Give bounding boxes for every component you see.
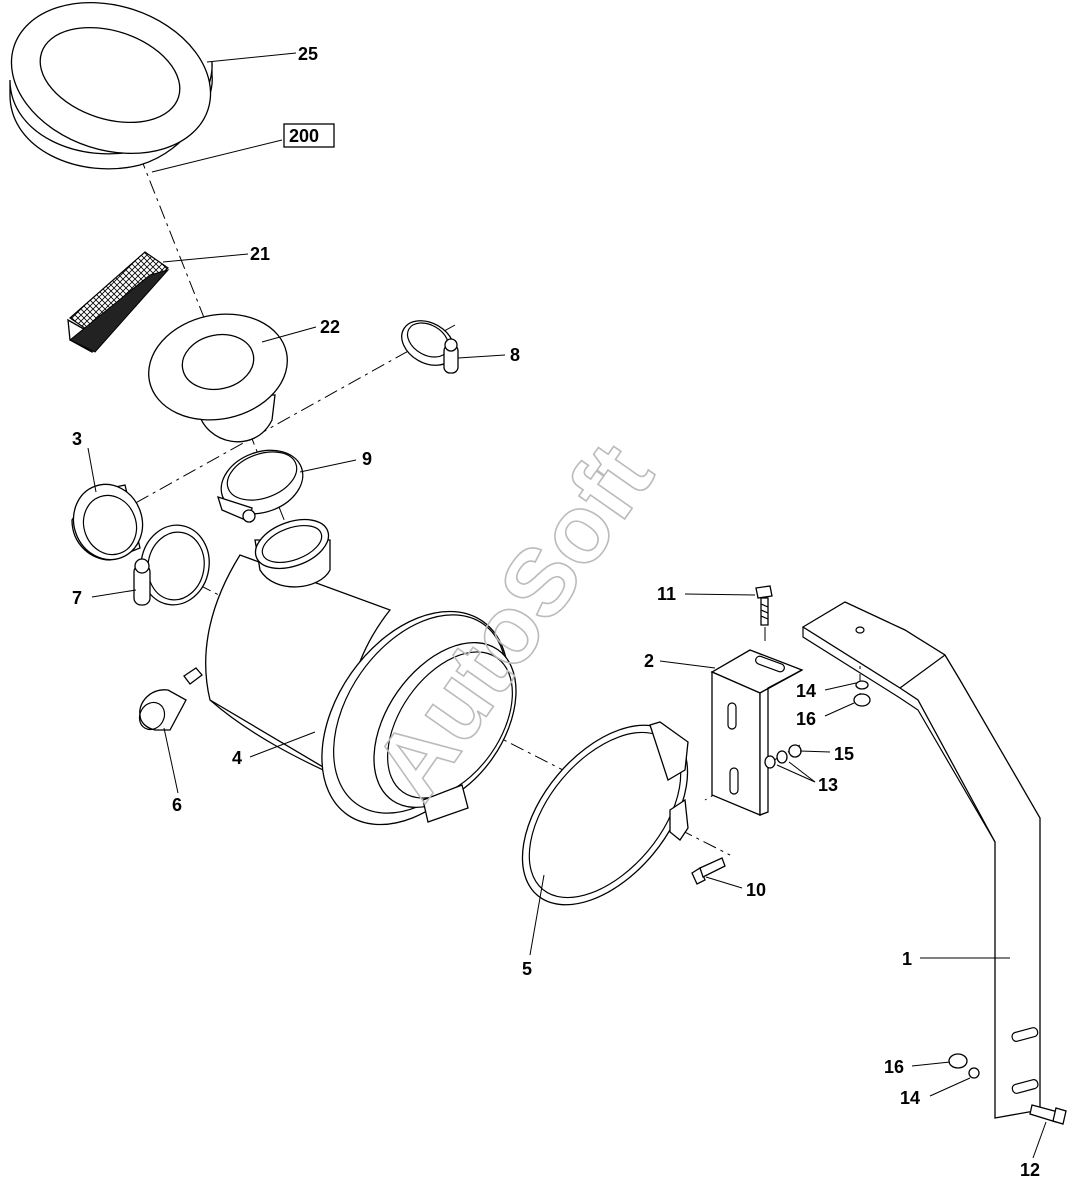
part-filter-element <box>67 251 170 353</box>
part-mounting-band <box>521 721 689 906</box>
callout-3: 3 <box>72 429 82 449</box>
part-cover-cap <box>9 1 213 170</box>
callout-1: 1 <box>902 949 912 969</box>
hardware-nut-16b-washer-14b <box>948 1053 980 1079</box>
callout-11: 11 <box>657 584 676 604</box>
hardware-nuts-14-16 <box>853 680 871 707</box>
callout-9: 9 <box>362 449 372 469</box>
part-filter-housing <box>183 518 517 826</box>
callout-labels: 25 200 21 22 8 3 9 7 4 6 11 2 14 16 15 1… <box>72 44 1040 1180</box>
part-hose-clamp-8 <box>401 320 459 374</box>
part-bracket <box>710 649 804 816</box>
callout-10: 10 <box>746 880 766 900</box>
part-hose-clamp-7 <box>133 524 210 606</box>
callout-5: 5 <box>522 959 532 979</box>
callout-16-bottom: 16 <box>884 1057 904 1077</box>
callout-16-top: 16 <box>796 709 816 729</box>
part-end-cap <box>71 483 144 561</box>
callout-13: 13 <box>818 775 838 795</box>
callout-200: 200 <box>289 126 319 146</box>
callout-8: 8 <box>510 345 520 365</box>
callout-12: 12 <box>1020 1160 1040 1180</box>
hardware-bolt-12 <box>1029 1104 1067 1125</box>
part-vacuator-valve <box>138 689 187 731</box>
leader-lines <box>87 52 1047 1159</box>
callout-14-top: 14 <box>796 681 816 701</box>
callout-15: 15 <box>834 744 854 764</box>
hardware-bolt-11 <box>755 585 773 626</box>
part-support-strap <box>801 601 1041 1119</box>
callout-14-bottom: 14 <box>900 1088 920 1108</box>
callout-7: 7 <box>72 588 82 608</box>
hardware-washers-13-15 <box>764 744 802 769</box>
callout-2: 2 <box>644 651 654 671</box>
callout-25: 25 <box>298 44 318 64</box>
hardware-bolt-10 <box>691 857 726 885</box>
callout-6: 6 <box>172 795 182 815</box>
callout-22: 22 <box>320 317 340 337</box>
part-hose-clamp-9 <box>217 449 304 523</box>
callout-200-box <box>283 123 335 148</box>
part-flange-adapter <box>148 313 288 443</box>
callout-21: 21 <box>250 244 270 264</box>
callout-4: 4 <box>232 748 242 768</box>
